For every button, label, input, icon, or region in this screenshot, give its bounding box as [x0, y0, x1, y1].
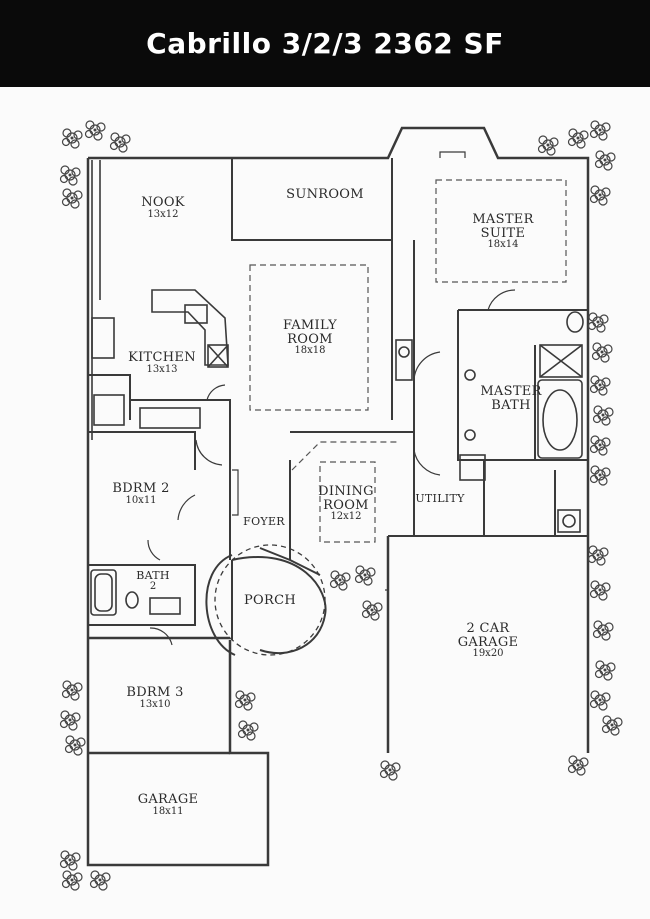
- title-banner: Cabrillo 3/2/3 2362 SF: [0, 0, 650, 87]
- room-dims: 13x12: [147, 208, 179, 220]
- room-name: BDRM 3: [126, 685, 184, 700]
- room-name: FOYER: [243, 515, 285, 528]
- room-name-line2: GARAGE: [457, 634, 519, 650]
- window-marks: [232, 151, 466, 640]
- room-name: NOOK: [141, 195, 185, 210]
- room-dims: 18x11: [152, 805, 184, 817]
- door-swings: [147, 289, 516, 646]
- bath-fixtures: [90, 311, 584, 616]
- interior-walls: [88, 158, 588, 626]
- room-name-line2: ROOM: [287, 331, 333, 347]
- room-label-nook: NOOK 13x12: [141, 196, 185, 220]
- room-name-line2: ROOM: [323, 497, 369, 513]
- room-label-family-room: FAMILY ROOM 18x18: [283, 319, 337, 357]
- room-name: BDRM 2: [112, 481, 170, 496]
- room-name: BATH: [136, 569, 170, 582]
- room-name-line1: DINING: [318, 484, 374, 499]
- floor-plan-drawing: [59, 120, 623, 891]
- room-name-line1: FAMILY: [283, 318, 337, 333]
- floor-plan: NOOK 13x12 SUNROOM MASTER SUITE 18x14 FA…: [0, 87, 650, 919]
- room-dims: 13x13: [146, 363, 178, 375]
- room-name-line1: MASTER: [472, 212, 534, 227]
- room-name-line1: MASTER: [480, 384, 542, 399]
- room-label-porch: PORCH: [244, 594, 296, 608]
- room-number: 2: [149, 580, 157, 592]
- room-label-bath: BATH 2: [136, 570, 170, 592]
- room-dims: 12x12: [330, 511, 362, 523]
- kitchen-fixtures: [91, 160, 229, 440]
- room-label-bdrm2: BDRM 2 10x11: [112, 482, 169, 506]
- room-label-foyer: FOYER: [243, 516, 285, 528]
- room-label-bdrm3: BDRM 3 13x10: [126, 686, 183, 710]
- room-label-sunroom: SUNROOM: [286, 188, 364, 202]
- room-label-garage: GARAGE 18x11: [138, 793, 199, 817]
- room-name: KITCHEN: [128, 350, 196, 365]
- room-dims: 10x11: [125, 494, 157, 506]
- room-dims: 19x20: [472, 648, 504, 660]
- room-label-master-bath: MASTER BATH: [480, 385, 541, 412]
- room-label-2-car-garage: 2 CAR GARAGE 19x20: [458, 622, 519, 660]
- porch-outline: [205, 544, 327, 656]
- room-label-master-suite: MASTER SUITE 18x14: [472, 213, 533, 251]
- room-name: UTILITY: [415, 492, 465, 505]
- ceiling-outlines: [249, 179, 567, 543]
- room-name-line2: SUITE: [480, 225, 526, 241]
- room-name: GARAGE: [137, 792, 199, 807]
- plan-title: Cabrillo 3/2/3 2362 SF: [146, 27, 504, 60]
- room-label-dining-room: DINING ROOM 12x12: [318, 485, 374, 523]
- room-label-utility: UTILITY: [415, 493, 464, 505]
- room-label-kitchen: KITCHEN 13x13: [128, 351, 196, 375]
- room-dims: 13x10: [139, 698, 171, 710]
- room-dims: 18x18: [294, 345, 326, 357]
- room-name-line1: 2 CAR: [466, 621, 510, 636]
- room-name-line2: BATH: [491, 397, 531, 413]
- room-name: PORCH: [244, 593, 296, 608]
- room-dims: 18x14: [487, 239, 519, 251]
- exterior-walls: [86, 126, 590, 867]
- room-name: SUNROOM: [286, 187, 364, 202]
